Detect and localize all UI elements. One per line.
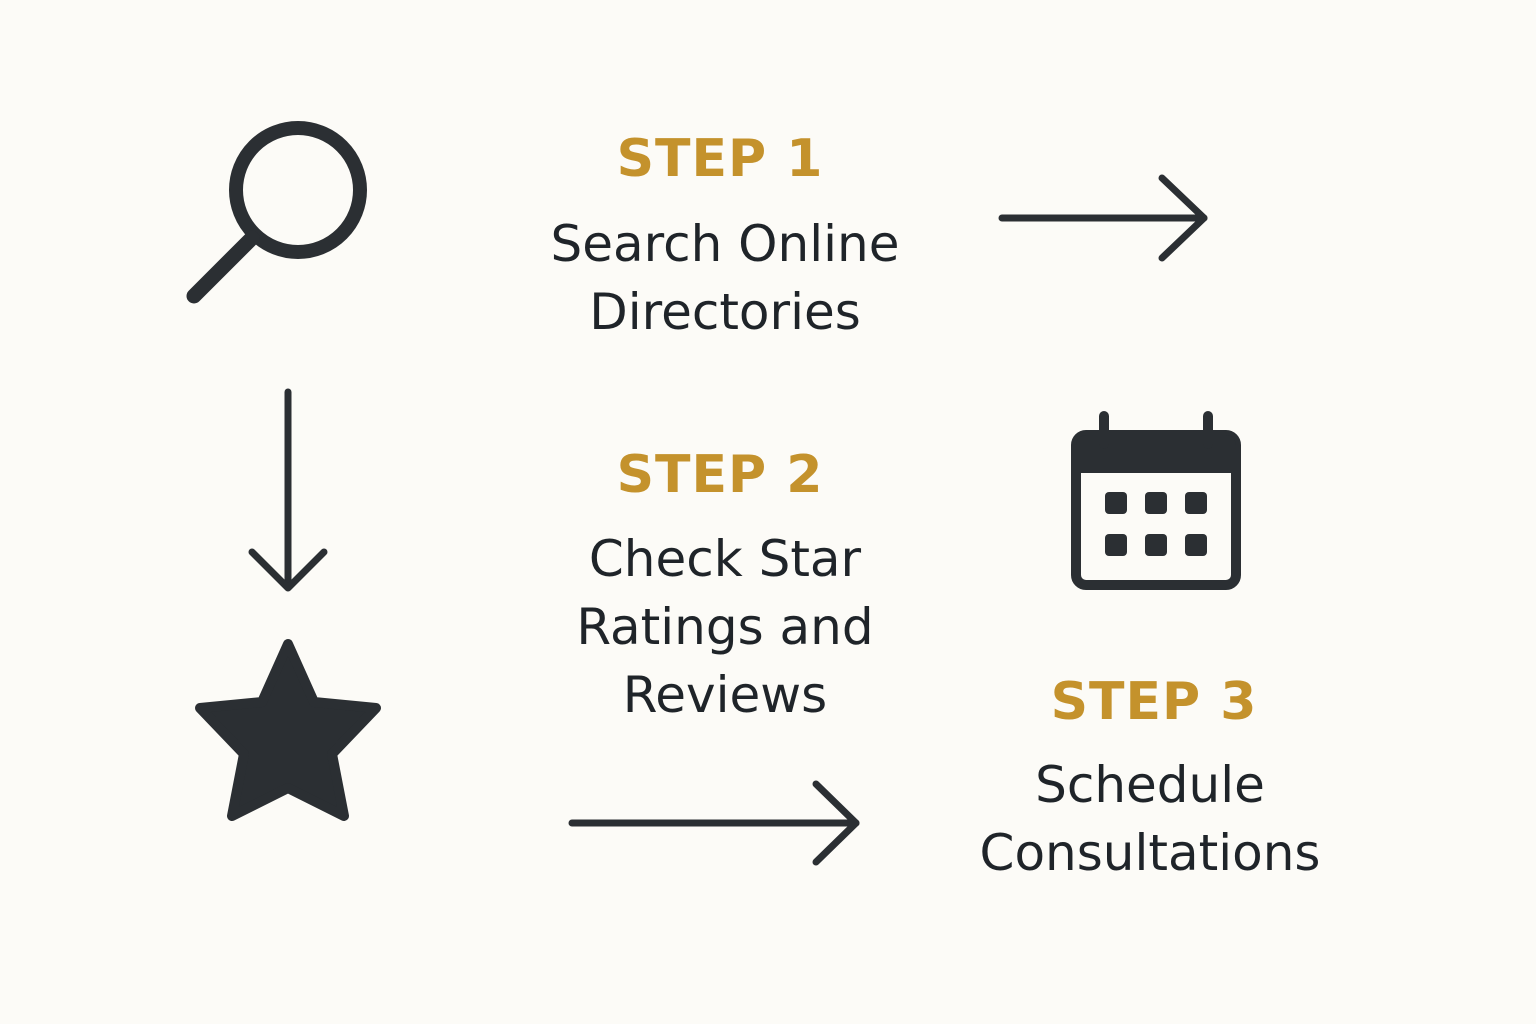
step-1-description-line: Directories bbox=[589, 283, 861, 341]
step-1-description-line: Search Online bbox=[550, 215, 900, 273]
step-3-description-line: Schedule bbox=[1035, 756, 1265, 814]
step-2-description-line: Reviews bbox=[622, 666, 828, 724]
step-2-description-line: Check Star bbox=[588, 530, 862, 588]
step-1-label: STEP 1 bbox=[616, 129, 824, 189]
search-icon bbox=[186, 121, 367, 304]
star-icon bbox=[195, 639, 381, 821]
step-3-description-line: Consultations bbox=[979, 824, 1321, 882]
step-2-description: Check Star Ratings and Reviews bbox=[480, 525, 970, 729]
calendar-icon bbox=[1071, 411, 1241, 590]
step-2-description-line: Ratings and bbox=[576, 598, 874, 656]
step-1-description: Search Online Directories bbox=[480, 210, 970, 346]
arrow-right-icon bbox=[568, 780, 860, 866]
step-3-description: Schedule Consultations bbox=[900, 751, 1400, 887]
step-2-label: STEP 2 bbox=[616, 445, 824, 505]
arrow-down-icon bbox=[248, 388, 328, 592]
arrow-right-icon bbox=[998, 174, 1208, 262]
step-3-label: STEP 3 bbox=[1050, 672, 1258, 732]
